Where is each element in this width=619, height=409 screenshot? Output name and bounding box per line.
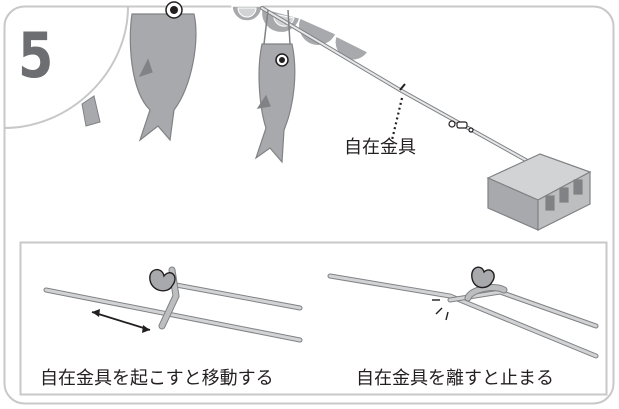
callout-label: 自在金具 — [344, 137, 416, 158]
caption-stopped: 自在金具を離すと止まる — [356, 368, 554, 389]
clip-hardware — [448, 120, 474, 133]
carp-fin-left — [81, 95, 101, 127]
carp-small — [254, 43, 296, 164]
rope-diagram-moving — [43, 266, 303, 343]
step-number: 5 — [18, 19, 53, 92]
pole-base-box — [486, 153, 592, 231]
callout-leader — [390, 97, 404, 141]
step-badge-arc — [4, 6, 129, 129]
rope-diagram-stopped — [327, 266, 599, 359]
caption-moving: 自在金具を起こすと移動する — [40, 368, 274, 389]
carp-large — [129, 13, 197, 142]
outer-frame — [3, 5, 615, 405]
